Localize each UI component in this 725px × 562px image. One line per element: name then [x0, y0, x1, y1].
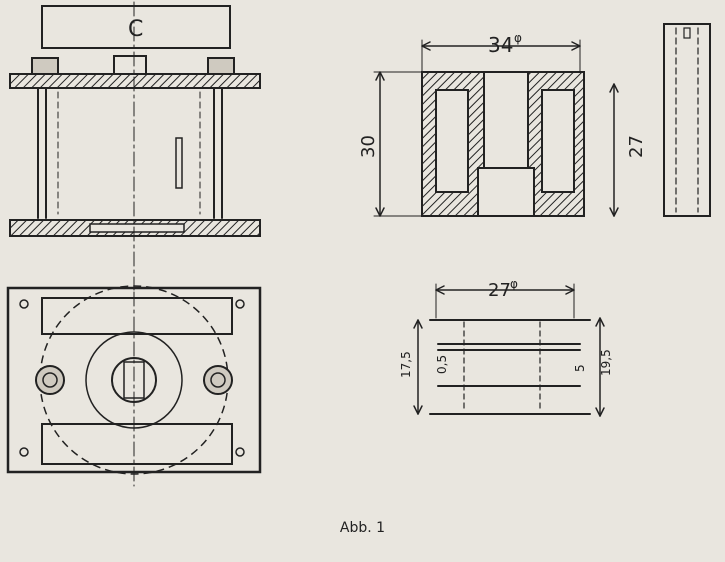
- dim-diameter-top: 34: [488, 33, 513, 57]
- phi-top: φ: [514, 31, 522, 45]
- side-strip: [663, 23, 711, 217]
- spool-detail: 27 φ 17,5 0,5 5 19,5: [399, 277, 613, 417]
- dim-height-left: 30: [358, 135, 379, 158]
- bolt-right: [203, 365, 233, 395]
- phi-bottom: φ: [510, 277, 518, 291]
- section-view: 34 φ 30 27: [358, 31, 647, 217]
- strip-outline: [663, 23, 711, 217]
- center-block: [113, 55, 147, 75]
- upper-clamp-bar: [41, 297, 233, 335]
- dim-19-5: 19,5: [599, 349, 613, 376]
- top-plate: [9, 73, 261, 89]
- dim-0-5: 0,5: [435, 355, 449, 374]
- dim-diameter-bottom: 27: [488, 280, 511, 301]
- label-c: C: [128, 17, 143, 42]
- nut-right: [207, 57, 235, 75]
- dim-5: 5: [573, 364, 587, 372]
- nut-left: [31, 57, 59, 75]
- dim-17-5: 17,5: [399, 351, 413, 378]
- plan-view: [6, 285, 262, 487]
- bolt-left: [35, 365, 65, 395]
- front-view: C: [9, 1, 261, 291]
- lower-clamp-bar: [41, 423, 233, 465]
- box-c: [41, 5, 231, 49]
- dim-height-right: 27: [626, 135, 647, 158]
- figure-caption: Abb. 1: [339, 520, 386, 536]
